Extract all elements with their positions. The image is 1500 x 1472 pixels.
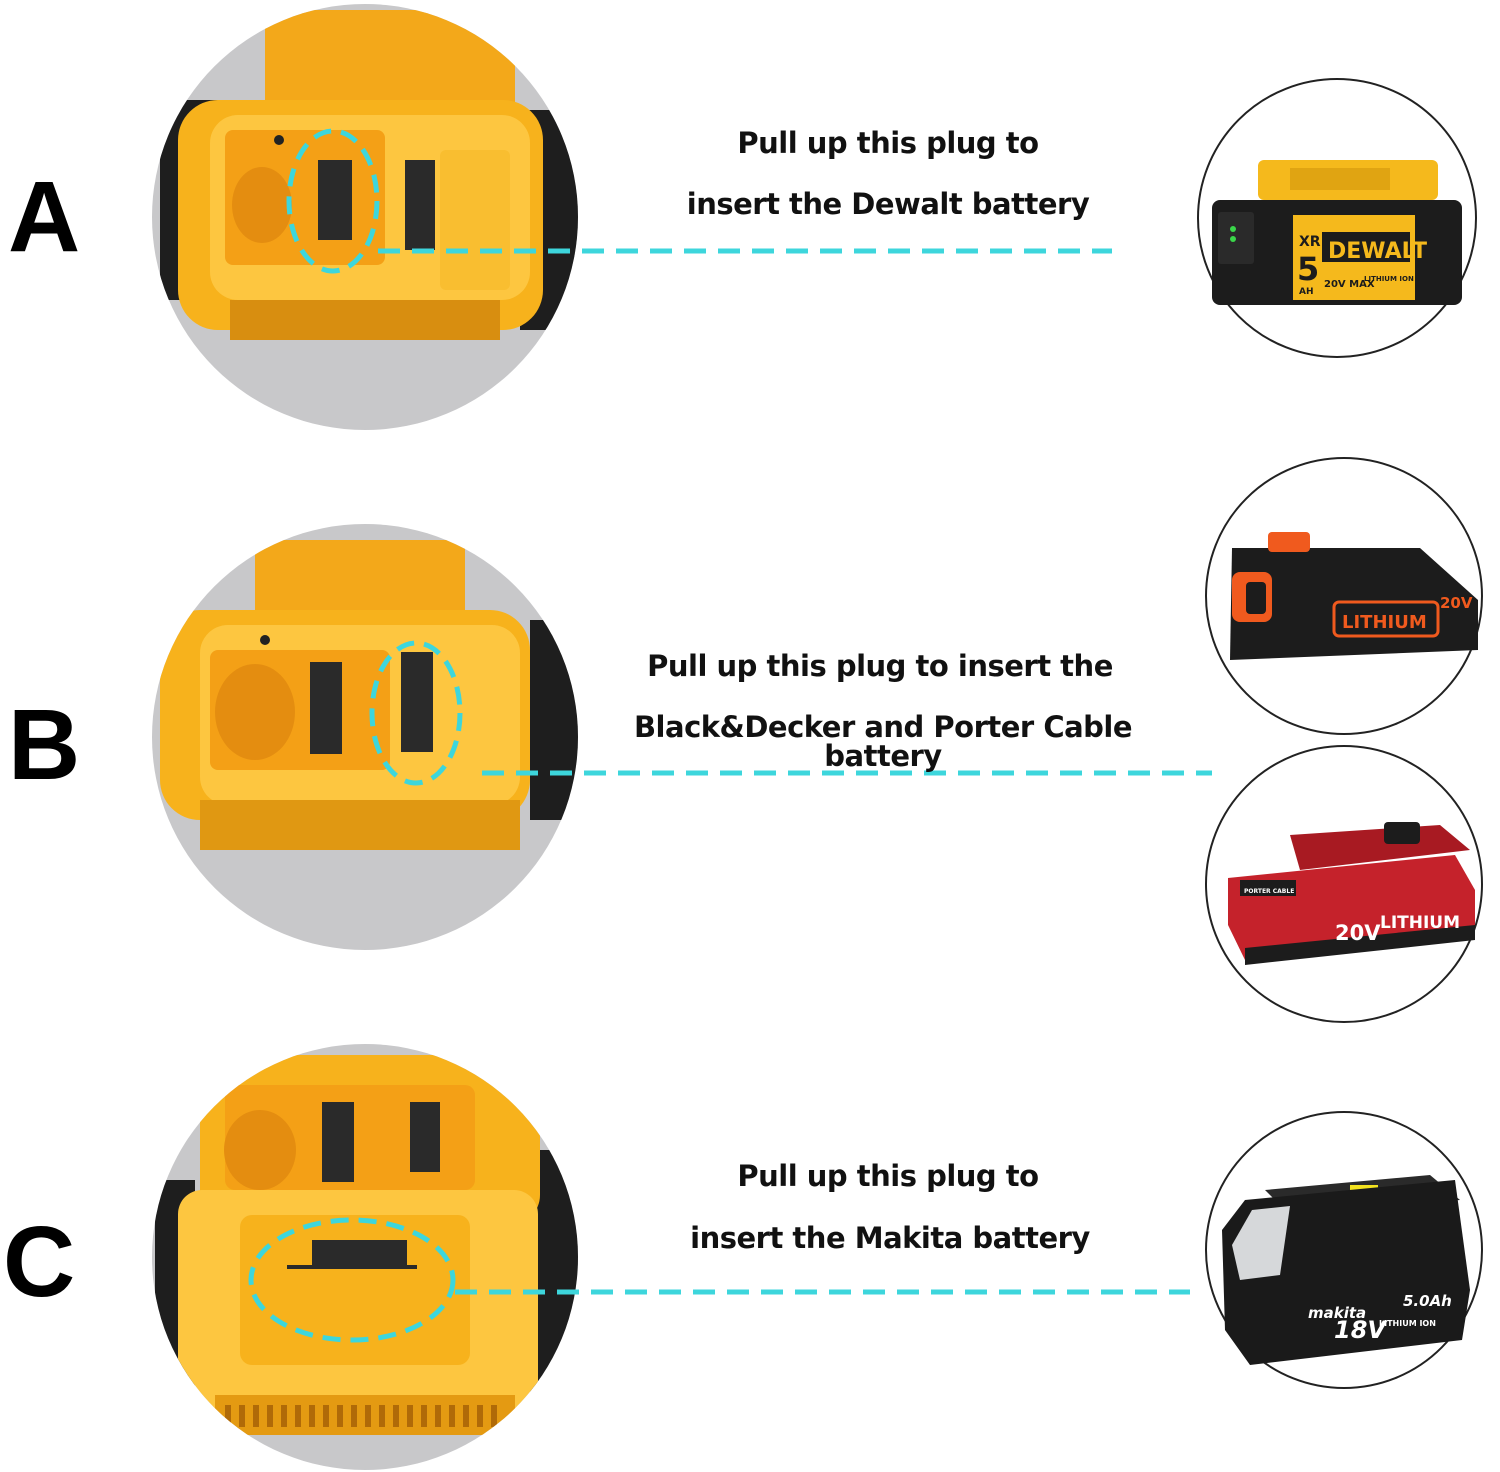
bd-lithium-text: LITHIUM xyxy=(1342,612,1427,633)
caption-c-line2: insert the Makita battery xyxy=(690,1221,1090,1255)
makita-lithium-text: LITHIUM ION xyxy=(1379,1319,1436,1328)
section-letter-c: C xyxy=(3,1206,76,1318)
adapter-photo-a xyxy=(152,4,578,430)
porter-cable-battery-image xyxy=(1205,745,1483,1023)
dewalt-xr-text: XR xyxy=(1299,234,1321,250)
caption-c-line1: Pull up this plug to xyxy=(737,1159,1039,1193)
porter-lithium-text: LITHIUM xyxy=(1380,913,1460,933)
porter-logo-text: PORTER CABLE xyxy=(1244,888,1294,895)
makita-battery-image xyxy=(1205,1111,1483,1389)
caption-a-line2: insert the Dewalt battery xyxy=(686,187,1090,221)
black-decker-battery-image xyxy=(1205,457,1483,735)
section-letter-b: B xyxy=(8,689,81,801)
section-letter-a: A xyxy=(8,161,81,273)
dewalt-lithium-text: LITHIUM ION xyxy=(1364,275,1414,283)
caption-a-line1: Pull up this plug to xyxy=(737,126,1039,160)
dewalt-battery-image xyxy=(1197,78,1477,358)
caption-b-line1: Pull up this plug to insert the xyxy=(647,649,1113,683)
dewalt-ah-text: AH xyxy=(1299,287,1314,297)
dewalt-5-text: 5 xyxy=(1297,250,1319,288)
dewalt-20vmax-text: 20V MAX xyxy=(1324,279,1375,290)
adapter-photo-b xyxy=(152,524,578,950)
dewalt-logo-text: DEWALT xyxy=(1328,239,1427,264)
makita-18v-text: 18V xyxy=(1334,1316,1388,1344)
bd-20v-text: 20V xyxy=(1440,594,1473,612)
caption-b-line2: Black&Decker and Porter Cable battery xyxy=(633,710,1133,773)
makita-logo-text: makita xyxy=(1308,1304,1366,1322)
porter-20v-text: 20V xyxy=(1335,921,1381,945)
makita-capacity-text: 5.0Ah xyxy=(1403,1292,1452,1310)
adapter-photo-c xyxy=(152,1044,578,1470)
